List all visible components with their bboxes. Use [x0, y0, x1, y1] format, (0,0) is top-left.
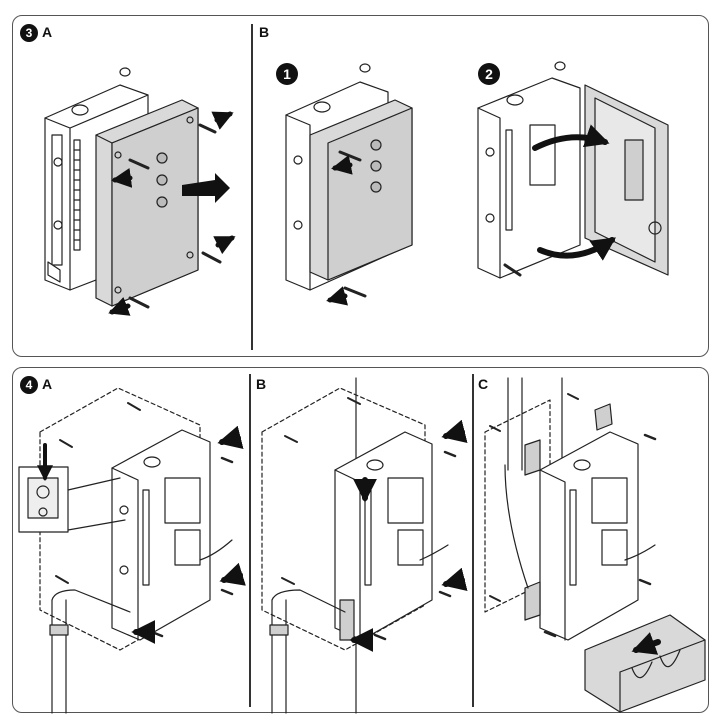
step-4c-illustration	[484, 377, 706, 713]
big-arrow-icon	[182, 173, 230, 203]
substep-2-badge: 2	[478, 63, 500, 85]
step-3-badge: 3	[20, 24, 38, 42]
conduit-icon	[49, 589, 131, 714]
substep-1-badge: 1	[276, 63, 298, 85]
conduit-icon	[269, 589, 346, 714]
step-3b2-illustration	[477, 61, 669, 279]
step-4-panel-c-label: C	[478, 376, 489, 392]
step-4-divider-2	[472, 374, 474, 707]
wall-plug-icon	[281, 397, 361, 585]
step-3-panel-a-label: A	[42, 24, 53, 40]
step-4-badge: 4	[20, 376, 38, 394]
wall-plug-icon	[489, 393, 579, 602]
detail-inset	[18, 443, 126, 533]
cable-cover	[584, 614, 706, 713]
conduit-icon	[504, 377, 529, 589]
curved-arrow-icon	[532, 124, 616, 261]
step-4-panel-b-label: B	[256, 376, 267, 392]
control-box-cover	[95, 99, 199, 307]
step-4b-illustration	[261, 377, 468, 714]
arrow-icon	[108, 111, 236, 316]
step-3-divider	[251, 24, 253, 350]
step-3a-illustration	[44, 67, 236, 316]
step-4a-illustration	[18, 387, 246, 714]
step-4-divider-1	[249, 374, 251, 707]
step-4-panel-a-label: A	[42, 376, 53, 392]
step-3b1-illustration	[285, 63, 413, 306]
step-3-panel-b-label: B	[259, 24, 270, 40]
terminal-strip	[73, 139, 81, 251]
screw-icon	[128, 123, 222, 309]
